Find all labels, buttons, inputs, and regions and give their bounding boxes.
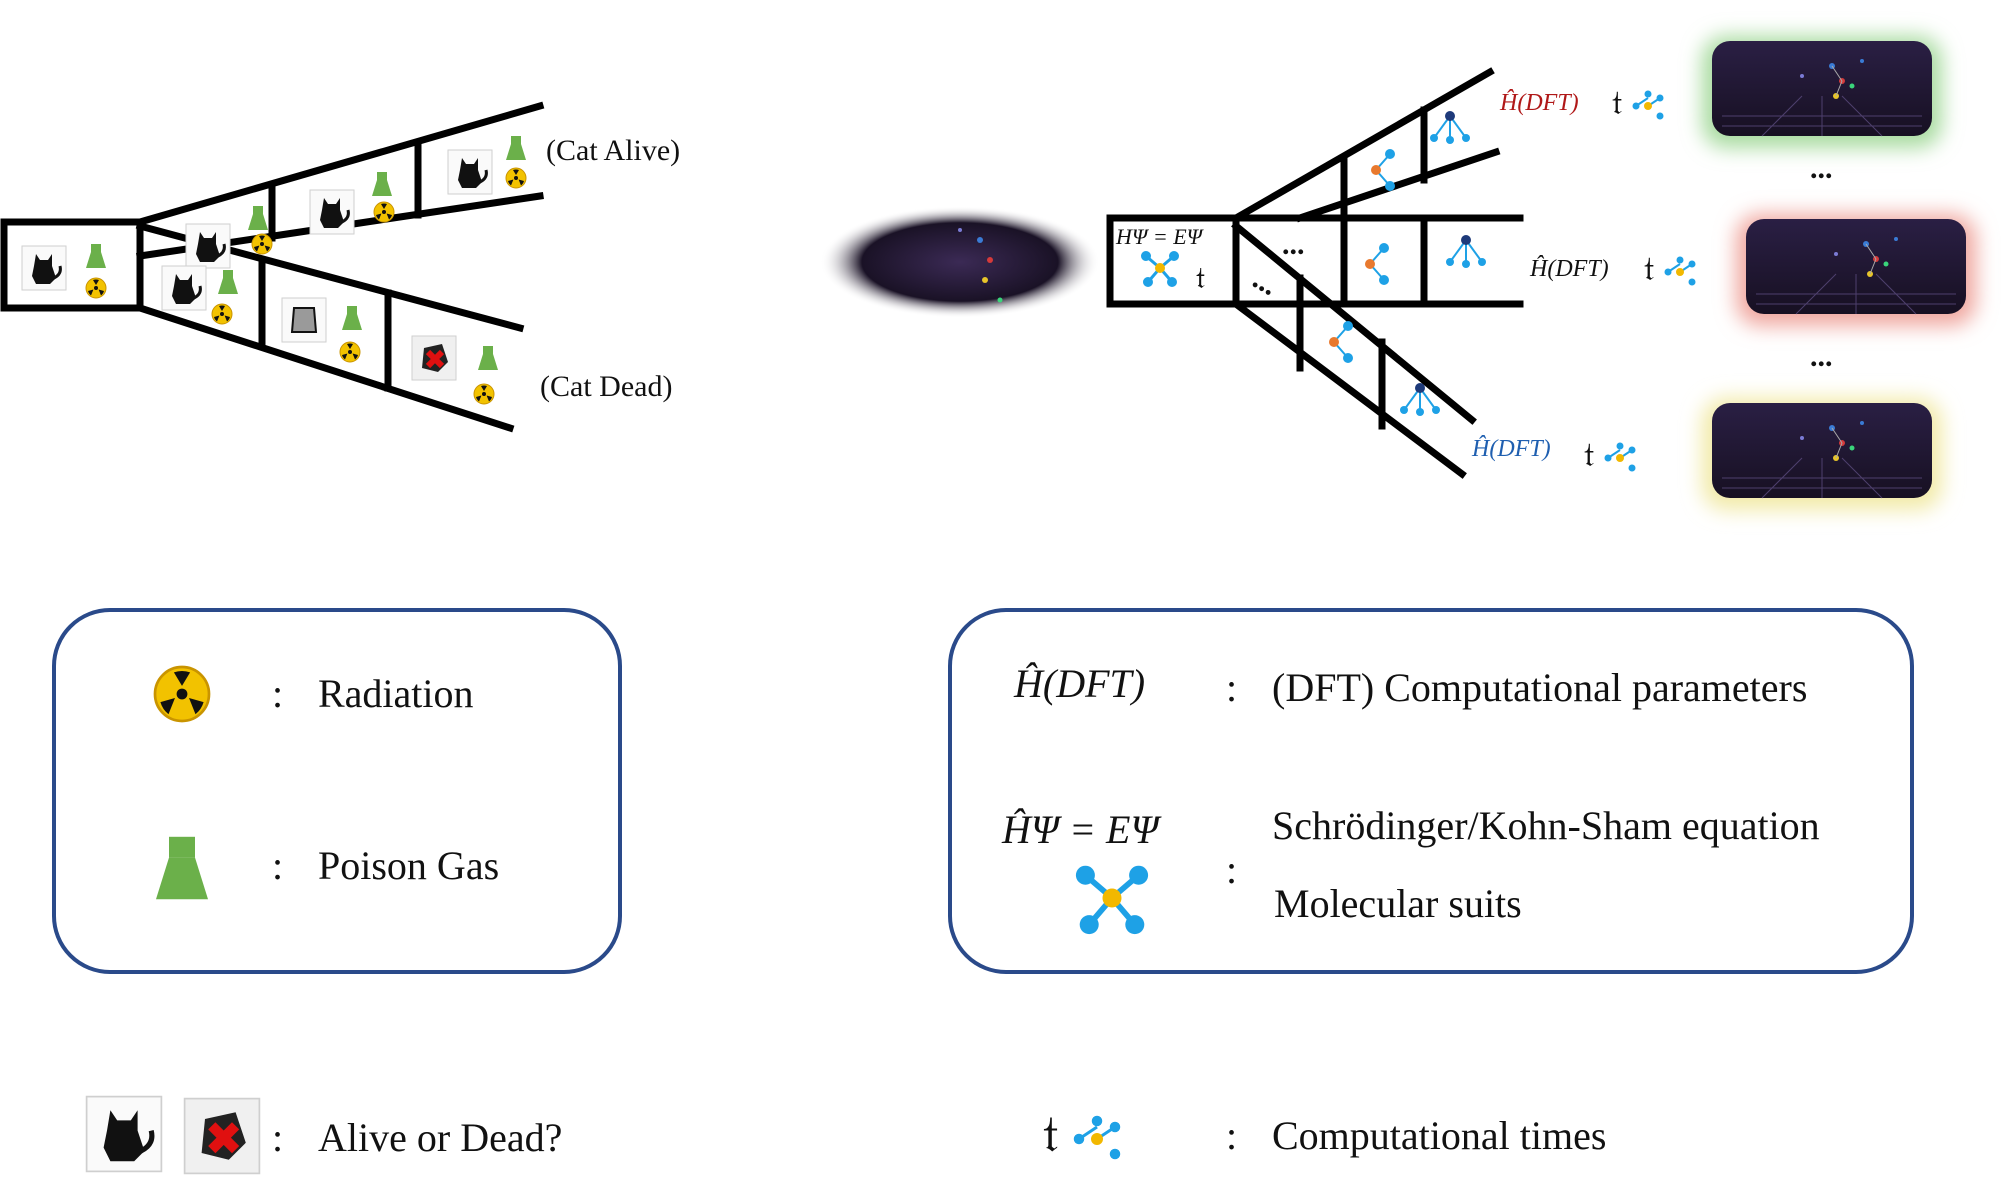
molecule-orange-icon: [1370, 148, 1396, 192]
simulation-scene-molecules: [958, 228, 1003, 303]
molecule-orange-icon: [1364, 242, 1390, 286]
computational-time-icon: [1643, 248, 1697, 290]
poison-gas-icon: [156, 836, 208, 900]
scene-tile-top: [1702, 36, 1942, 148]
cat-alive-icon: [308, 188, 356, 236]
cat-alive-icon: [160, 264, 208, 312]
legend-colon: :: [1226, 665, 1238, 710]
cat-uncertain-icon: [281, 297, 327, 343]
ellipsis: ...: [1247, 262, 1283, 302]
dft-label-top: Ĥ(DFT): [1499, 90, 1579, 116]
legend-box-right: [948, 608, 1914, 974]
legend-label-computational-times: Computational times: [1272, 1113, 1607, 1158]
dft-branch-diagram: [1106, 67, 1524, 479]
cat-branch-icons: [20, 136, 527, 405]
scene-tile-bottom: [1702, 398, 1942, 510]
poison-gas-icon: [218, 270, 238, 294]
radiation-icon: [211, 303, 233, 325]
label-cat-dead: (Cat Dead): [540, 370, 672, 403]
legend-label-alive-or-dead: Alive or Dead?: [318, 1115, 563, 1160]
radiation-icon: [473, 383, 495, 405]
legend-label-poison-gas: Poison Gas: [318, 843, 500, 888]
poison-gas-icon: [506, 136, 526, 160]
poison-gas-icon: [372, 172, 392, 196]
scene-tile-middle: [1736, 214, 1976, 326]
ellipsis: ...: [1282, 228, 1305, 261]
molecule-icon: [1139, 249, 1181, 289]
poison-gas-icon: [342, 306, 362, 330]
simulation-scene-blob: [820, 206, 1100, 318]
legend-colon: :: [272, 671, 284, 716]
molecule-orange-icon: [1328, 320, 1354, 364]
cat-dead-icon: [412, 336, 456, 380]
cat-alive-icon: [87, 1097, 162, 1172]
dft-branch-icons: [1139, 110, 1487, 417]
computational-time-icon: [1583, 434, 1637, 476]
radiation-icon: [505, 167, 527, 189]
radiation-icon: [85, 277, 107, 299]
legend-colon: :: [272, 843, 284, 888]
legend-label-dft-params: (DFT) Computational parameters: [1272, 665, 1808, 710]
molecule-icon: [1076, 866, 1148, 934]
legend-label-schrodinger: Schrödinger/Kohn-Sham equation: [1272, 803, 1820, 848]
cat-alive-icon: [446, 148, 494, 196]
dft-label-bottom: Ĥ(DFT): [1471, 436, 1551, 462]
computational-time-icon: [1611, 82, 1665, 124]
legend-label-molecular-suits: Molecular suits: [1274, 881, 1522, 926]
cat-dead-icon: [185, 1099, 260, 1174]
poison-gas-icon: [248, 206, 268, 230]
radiation-icon: [153, 665, 211, 723]
legend-symbol-schrodinger: ĤΨ = EΨ: [1002, 807, 1159, 852]
poison-gas-icon: [86, 244, 106, 268]
cat-alive-icon: [184, 222, 232, 270]
cat-alive-icon: [20, 244, 68, 292]
legend-colon: :: [272, 1115, 284, 1160]
legend-label-radiation: Radiation: [318, 671, 474, 716]
ellipsis: ...: [1810, 340, 1833, 373]
legend-colon: :: [1226, 847, 1238, 892]
computational-time-icon: [1041, 1103, 1122, 1166]
radiation-icon: [373, 201, 395, 223]
time-glyph: 𝔱: [1196, 261, 1205, 296]
poison-gas-icon: [478, 346, 498, 370]
hamiltonian-box-label: HΨ = EΨ: [1115, 224, 1205, 249]
molecule-tree-icon: [1445, 234, 1487, 269]
label-cat-alive: (Cat Alive): [546, 134, 680, 167]
dft-label-mid: Ĥ(DFT): [1529, 256, 1609, 282]
radiation-icon: [339, 341, 361, 363]
ellipsis: ...: [1810, 152, 1833, 185]
legend-colon: :: [1226, 1113, 1238, 1158]
legend-symbol-dft: Ĥ(DFT): [1014, 661, 1146, 706]
molecule-tree-icon: [1429, 110, 1471, 145]
legend-box-left: [52, 608, 622, 974]
radiation-icon: [251, 233, 273, 255]
